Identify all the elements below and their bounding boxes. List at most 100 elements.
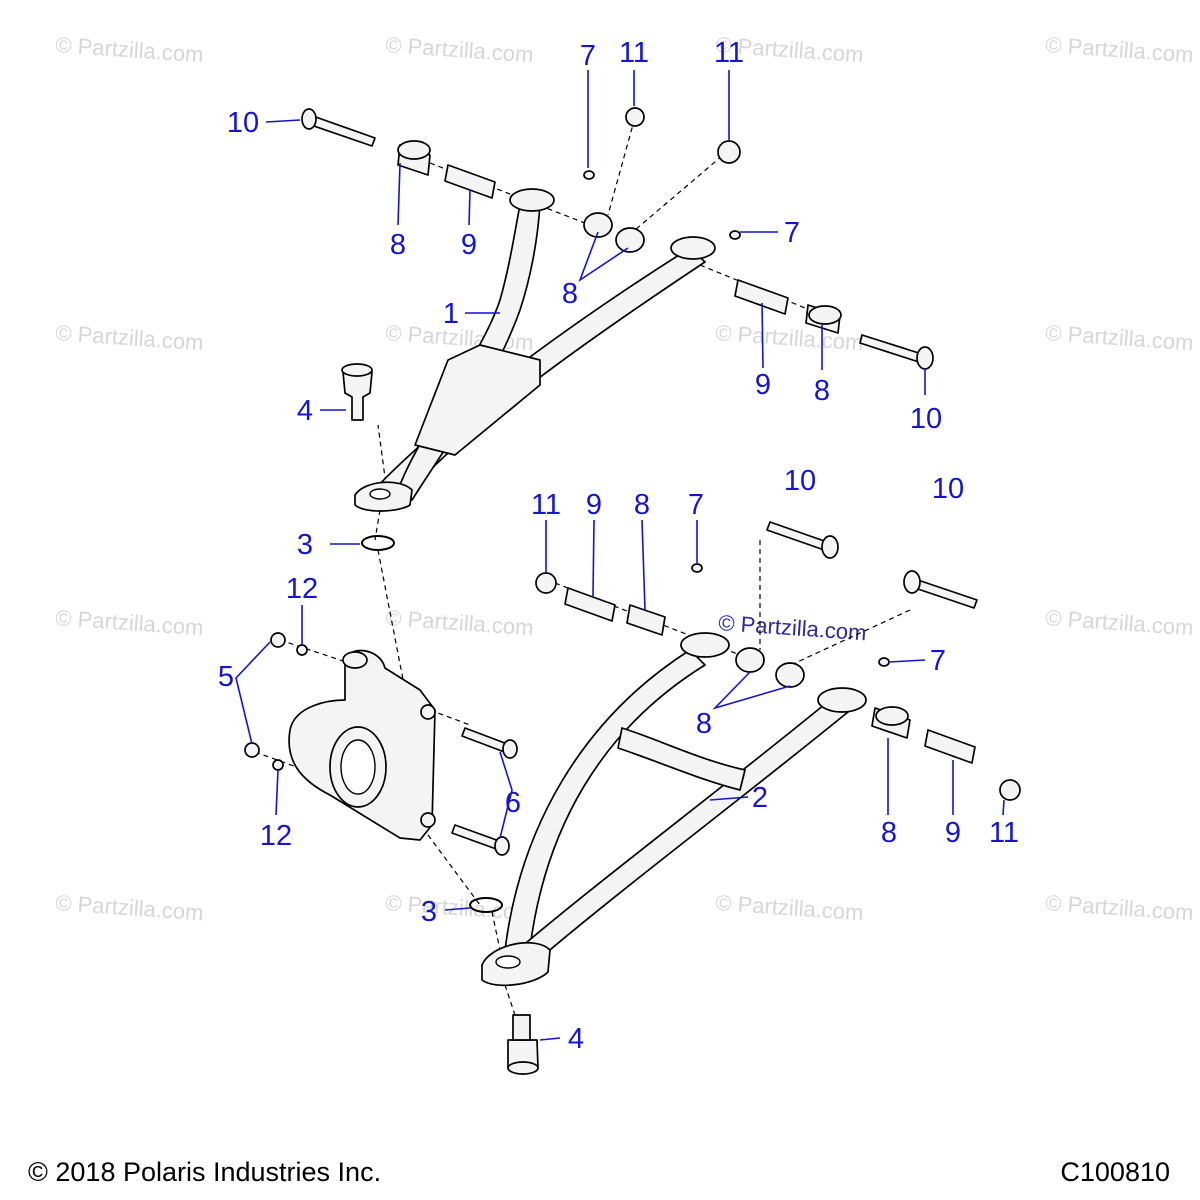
callout-2[interactable]: 2 xyxy=(752,782,768,814)
grease-fitting-7 xyxy=(878,657,890,667)
watermark-text: © Partzilla.com xyxy=(385,32,535,67)
leader-line xyxy=(712,671,791,710)
watermark-text: © Partzilla.com xyxy=(1045,32,1195,67)
grease-fitting-7 xyxy=(583,170,595,180)
watermark-text: © Partzilla.com xyxy=(1045,320,1195,355)
callout-9[interactable]: 9 xyxy=(586,489,602,521)
callout-5[interactable]: 5 xyxy=(218,661,234,693)
bolt-10-head xyxy=(301,108,317,130)
nut-11 xyxy=(717,140,741,164)
bushing-8-flange xyxy=(808,305,842,325)
callout-9[interactable]: 9 xyxy=(945,817,961,849)
callout-10[interactable]: 10 xyxy=(910,403,942,435)
retaining-ring xyxy=(469,897,503,913)
nut-5 xyxy=(270,632,286,648)
nut-5 xyxy=(244,742,260,758)
leader-line xyxy=(592,519,595,597)
knuckle-bore-hole xyxy=(340,739,376,795)
callout-7[interactable]: 7 xyxy=(688,489,704,521)
callout-7[interactable]: 7 xyxy=(784,217,800,249)
leader-line xyxy=(444,907,471,911)
figure-code: C100810 xyxy=(1060,1157,1170,1187)
knuckle-upper-ear xyxy=(342,651,368,669)
leader-line xyxy=(235,641,271,745)
upper-ball-joint xyxy=(342,371,373,421)
washer-12 xyxy=(296,644,308,656)
bushing-8 xyxy=(626,604,666,636)
callout-9[interactable]: 9 xyxy=(755,369,771,401)
retaining-ring xyxy=(361,535,395,551)
bolt-6-head xyxy=(502,739,518,759)
bushing-8-flange xyxy=(397,140,431,160)
sleeve-9 xyxy=(734,279,789,315)
callout-8[interactable]: 8 xyxy=(814,375,830,407)
callout-8[interactable]: 8 xyxy=(634,489,650,521)
knuckle-mount-boss xyxy=(420,704,436,720)
callout-4[interactable]: 4 xyxy=(568,1023,584,1055)
assembly-line xyxy=(779,609,911,671)
assembly-lines xyxy=(254,109,911,1016)
callout-12[interactable]: 12 xyxy=(286,573,318,605)
steering-knuckle xyxy=(288,649,436,841)
leader-lines xyxy=(235,70,1005,1041)
leader-line xyxy=(888,659,926,663)
callout-11[interactable]: 11 xyxy=(531,489,561,521)
lower-a-arm xyxy=(481,632,867,987)
callout-3[interactable]: 3 xyxy=(421,896,437,928)
upper-arm-front-pivot xyxy=(509,188,555,212)
sleeve-9 xyxy=(564,587,616,622)
leader-line xyxy=(709,796,749,801)
lower-arm-rear-tube xyxy=(519,699,849,961)
lower-arm-crossbrace xyxy=(617,727,746,791)
callout-8[interactable]: 8 xyxy=(696,708,712,740)
callout-7[interactable]: 7 xyxy=(930,645,946,677)
watermark-text: © Partzilla.com xyxy=(55,605,205,640)
assembly-line xyxy=(627,149,730,237)
callout-11[interactable]: 11 xyxy=(989,817,1019,849)
leader-line xyxy=(275,769,279,816)
callout-3[interactable]: 3 xyxy=(297,529,313,561)
assembly-line xyxy=(699,264,811,311)
sleeve-9 xyxy=(444,164,496,199)
watermark-layer: © Partzilla.com © Partzilla.com © Partzi… xyxy=(55,32,1195,925)
lower-ball-joint-base xyxy=(507,1061,539,1075)
bolt-10-head xyxy=(916,346,934,370)
callout-10[interactable]: 10 xyxy=(227,107,259,139)
watermark-text: © Partzilla.com xyxy=(55,32,205,67)
callout-7[interactable]: 7 xyxy=(580,40,596,72)
callout-8[interactable]: 8 xyxy=(881,817,897,849)
grease-fitting-7 xyxy=(729,230,741,240)
callout-9[interactable]: 9 xyxy=(461,229,477,261)
callout-8[interactable]: 8 xyxy=(390,229,406,261)
watermark-text: © Partzilla.com xyxy=(55,320,205,355)
lower-arm-eye-hole xyxy=(495,955,521,969)
callout-10[interactable]: 10 xyxy=(932,473,964,505)
upper-arm-gusset xyxy=(414,344,541,456)
retaining-rings xyxy=(361,535,503,913)
callout-11[interactable]: 11 xyxy=(714,37,744,69)
bushing-8 xyxy=(735,647,765,673)
bolt-10 xyxy=(766,521,831,552)
callout-12[interactable]: 12 xyxy=(260,820,292,852)
bolt-10-head xyxy=(821,535,839,559)
leader-line xyxy=(641,519,646,611)
callout-8[interactable]: 8 xyxy=(562,278,578,310)
callout-11[interactable]: 11 xyxy=(619,37,649,69)
washer-12 xyxy=(272,759,284,771)
watermark-text: © Partzilla.com xyxy=(385,605,535,640)
callout-6[interactable]: 6 xyxy=(505,787,521,819)
assembly-line xyxy=(504,984,516,1016)
assembly-line xyxy=(607,109,638,216)
watermark-text-center: © Partzilla.com xyxy=(718,610,868,645)
leader-line xyxy=(499,751,513,839)
callout-10[interactable]: 10 xyxy=(784,465,816,497)
callout-1[interactable]: 1 xyxy=(443,298,459,330)
lower-ball-joint-stud xyxy=(512,1014,531,1041)
watermark-text: © Partzilla.com xyxy=(715,890,865,925)
upper-ball-joint-cap xyxy=(341,363,373,377)
leader-line xyxy=(578,231,629,283)
callout-4[interactable]: 4 xyxy=(297,395,313,427)
leader-line xyxy=(468,189,471,226)
